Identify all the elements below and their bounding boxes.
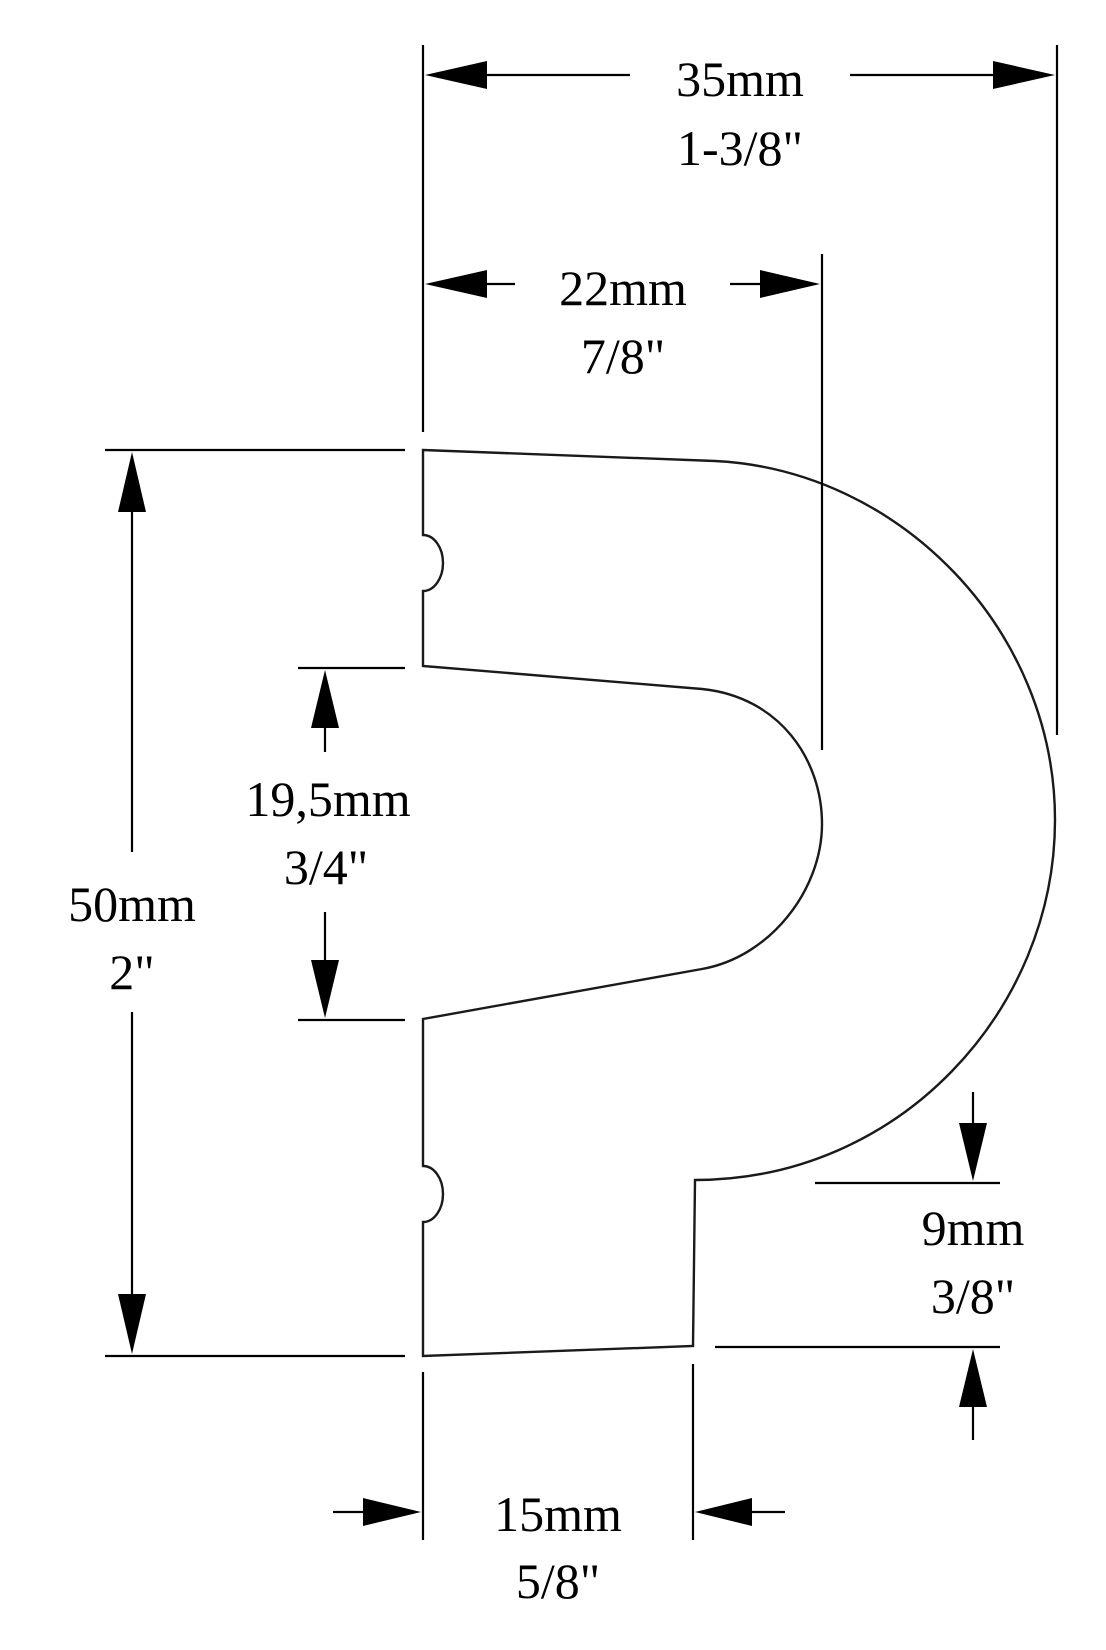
- arrowhead-down: [311, 960, 339, 1018]
- arrowhead-left: [425, 270, 487, 298]
- dimension-flange-height: 9mm 3/8": [922, 1092, 1025, 1440]
- handrail-profile-outline: [421, 448, 1057, 1358]
- overall-height-metric-label: 50mm: [68, 876, 196, 932]
- extension-lines: [105, 45, 1059, 1540]
- dimension-overall-width: 35mm 1-3/8": [425, 51, 1055, 176]
- flange-height-metric-label: 9mm: [922, 1200, 1025, 1256]
- base-width-imperial-label: 5/8": [516, 1553, 600, 1609]
- dimension-overall-height: 50mm 2": [68, 452, 196, 1354]
- inner-depth-imperial-label: 7/8": [581, 328, 665, 384]
- arrowhead-right: [993, 61, 1055, 89]
- arrowhead-up: [311, 670, 339, 728]
- overall-width-metric-label: 35mm: [676, 51, 804, 107]
- dimension-gap-height: 19,5mm 3/4": [245, 670, 411, 1018]
- dimension-base-width: 15mm 5/8": [333, 1486, 785, 1609]
- base-width-metric-label: 15mm: [494, 1486, 622, 1542]
- dimension-inner-depth: 22mm 7/8": [425, 260, 820, 384]
- arrowhead-up: [118, 452, 146, 512]
- arrowhead-up: [959, 1349, 987, 1407]
- arrowhead-down: [959, 1123, 987, 1181]
- arrowhead-right: [363, 1498, 421, 1526]
- arrowhead-right: [760, 270, 820, 298]
- inner-depth-metric-label: 22mm: [559, 260, 687, 316]
- gap-height-imperial-label: 3/4": [284, 839, 368, 895]
- overall-width-imperial-label: 1-3/8": [677, 120, 803, 176]
- arrowhead-down: [118, 1294, 146, 1354]
- gap-height-metric-label: 19,5mm: [245, 771, 410, 827]
- arrowhead-left: [425, 61, 487, 89]
- overall-height-imperial-label: 2": [109, 944, 154, 1000]
- arrowhead-left: [695, 1498, 752, 1526]
- flange-height-imperial-label: 3/8": [931, 1268, 1015, 1324]
